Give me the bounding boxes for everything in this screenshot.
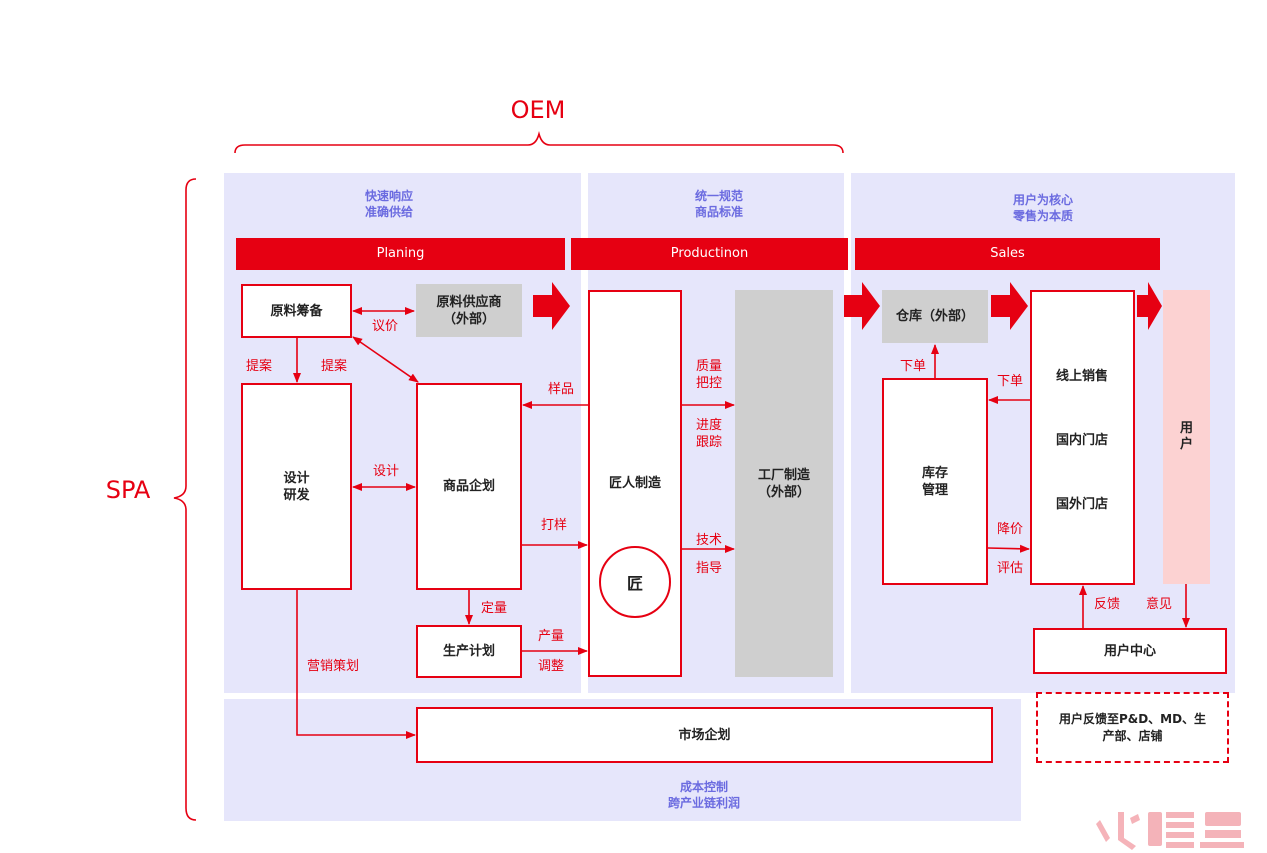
banner-production: Productinon (571, 238, 848, 270)
label-output: 产量 (538, 629, 565, 644)
cost-control-caption: 成本控制 跨产业链利润 (667, 780, 740, 810)
node-design: 设计 研发 (241, 383, 352, 590)
label-markdown: 降价 (997, 522, 1024, 537)
label-opinion: 意见 (1146, 597, 1173, 612)
flow-arrow-4 (1137, 282, 1162, 330)
label-adjust: 调整 (538, 659, 565, 674)
oem-brace (234, 130, 844, 154)
label-tech: 技术 指导 (696, 533, 723, 576)
node-production-plan: 生产计划 (416, 625, 522, 678)
node-market-plan: 市场企划 (416, 707, 993, 763)
node-raw-supplier: 原料供应商 （外部） (416, 284, 522, 337)
watermark-logo (1096, 812, 1244, 850)
node-product-plan: 商品企划 (416, 383, 522, 590)
label-propose-left: 提案 (246, 359, 273, 374)
production-caption: 统一规范 商品标准 (694, 189, 743, 219)
flow-arrow-2 (844, 282, 880, 330)
label-marketing: 营销策划 (307, 659, 360, 674)
planning-caption: 快速响应 准确供给 (364, 189, 413, 219)
edge-markdown (987, 544, 1030, 553)
node-craftsman: 匠人制造 (588, 290, 682, 677)
node-raw-prep: 原料筹备 (241, 284, 352, 338)
node-user: 用 户 (1163, 290, 1210, 584)
edge-propose-right (352, 336, 419, 383)
label-prototype: 打样 (541, 518, 568, 533)
label-negotiate: 议价 (372, 319, 399, 334)
label-quality: 质量 把控 (696, 359, 723, 391)
oem-label: OEM (510, 96, 566, 124)
craftsman-seal-label: 匠 (626, 574, 643, 593)
flow-arrow-3 (991, 282, 1028, 330)
node-stores (1030, 290, 1135, 585)
label-sample: 样品 (548, 382, 575, 397)
node-craftsman-label: 匠人制造 (608, 476, 661, 491)
craftsman-seal: 匠 (599, 546, 671, 618)
label-propose-right: 提案 (321, 359, 348, 374)
store-overseas: 国外门店 (1055, 497, 1108, 512)
node-factory: 工厂制造 （外部） (735, 290, 833, 677)
flow-arrow-1 (533, 282, 570, 330)
node-user-center: 用户中心 (1033, 628, 1227, 674)
edge-marketing (296, 590, 416, 739)
spa-brace (173, 178, 197, 821)
sales-caption: 用户为核心 零售为本质 (1012, 193, 1073, 223)
label-order-right: 下单 (997, 374, 1024, 389)
store-online: 线上销售 (1055, 369, 1108, 384)
banner-planning: Planing (236, 238, 565, 270)
label-feedback: 反馈 (1094, 597, 1121, 612)
label-evaluate: 评估 (997, 561, 1024, 576)
store-domestic: 国内门店 (1055, 433, 1108, 448)
banner-sales: Sales (855, 238, 1160, 270)
label-design: 设计 (373, 464, 400, 479)
label-progress: 进度 跟踪 (696, 418, 723, 450)
spa-label: SPA (105, 476, 151, 504)
label-quantify: 定量 (481, 601, 508, 616)
feedback-note: 用户反馈至P&D、MD、生 产部、店铺 (1036, 692, 1229, 763)
node-warehouse: 仓库（外部） (882, 290, 988, 343)
node-inventory: 库存 管理 (882, 378, 988, 585)
label-order-left: 下单 (900, 359, 927, 374)
